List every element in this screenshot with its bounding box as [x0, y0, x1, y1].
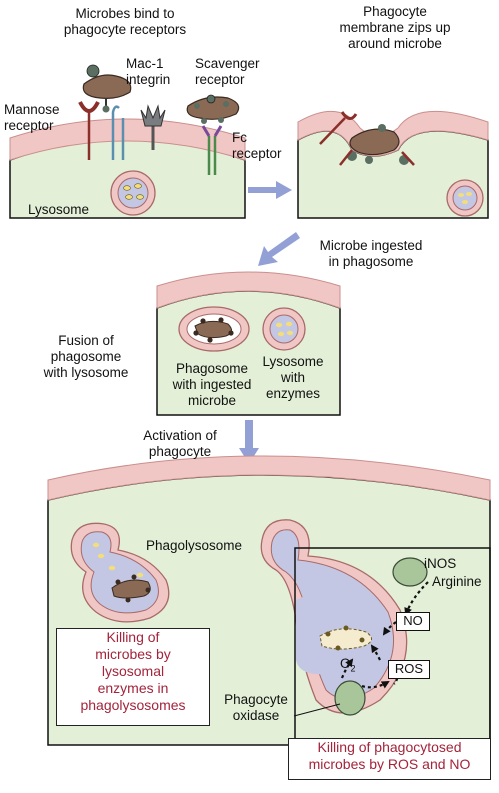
- lysosome-3: [262, 307, 306, 351]
- killing-ros-no-box: Killing of phagocytosed microbes by ROS …: [288, 738, 491, 780]
- lysosome-1: [110, 170, 156, 216]
- killing-lysosomal-box: Killing of microbes by lysosomal enzymes…: [56, 628, 210, 726]
- mannose-receptor: [78, 101, 100, 160]
- label-arginine: Arginine: [432, 574, 482, 589]
- mac1-integrin: [111, 105, 125, 160]
- microbe-2: [186, 94, 240, 124]
- arrow-3: [239, 420, 259, 464]
- microbe-3: [347, 124, 409, 165]
- panel-zipping: [297, 110, 489, 219]
- arrow-1: [248, 181, 292, 199]
- lysosome-2: [446, 179, 484, 217]
- inos-enzyme: [392, 557, 428, 587]
- ros-box: ROS: [388, 660, 430, 679]
- phagolysosome-left: [70, 522, 170, 623]
- panel-fusion: [156, 271, 341, 416]
- panel-binding: [9, 64, 246, 219]
- no-box: NO: [396, 612, 430, 631]
- label-lysosome: Lysosome: [28, 202, 90, 217]
- inset-ros-no: [293, 547, 491, 746]
- label-phagolysosome: Phagolysosome: [146, 538, 243, 553]
- arrow-2: [258, 232, 300, 266]
- phagocyte-oxidase-enzyme: [334, 680, 366, 716]
- microbe-1: [82, 64, 132, 113]
- fc-receptor: [201, 125, 223, 175]
- scavenger-receptor: [140, 104, 166, 150]
- phagosome: [178, 306, 250, 352]
- label-inos: iNOS: [424, 556, 457, 571]
- label-o2: O2: [340, 656, 356, 674]
